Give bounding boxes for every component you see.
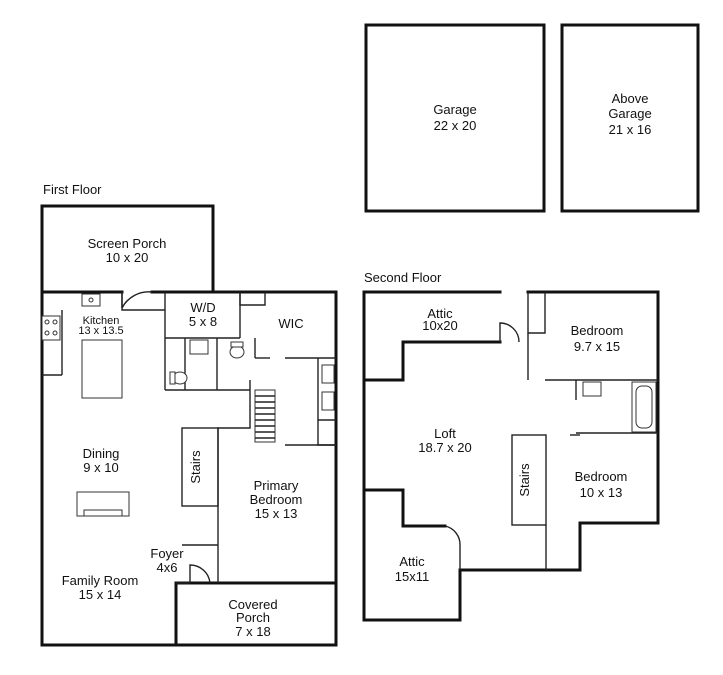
garage-size: 22 x 20 (434, 118, 477, 133)
bedroom-b-name: Bedroom (575, 469, 628, 484)
dining-size: 9 x 10 (83, 460, 118, 475)
wd-name: W/D (190, 300, 215, 315)
second-floor: Second Floor Attic 10x20 Bedroom 9.7 x 1… (362, 270, 660, 622)
bedroom-a-size: 9.7 x 15 (574, 339, 620, 354)
second-floor-title: Second Floor (364, 270, 442, 285)
attic-bottom-knee-wall (362, 488, 447, 528)
screen-porch-name: Screen Porch (88, 236, 167, 251)
second-floor-outer-wall (362, 290, 660, 622)
first-floor-title: First Floor (43, 182, 102, 197)
kitchen-name: Kitchen (83, 315, 120, 327)
stove-icon (41, 315, 61, 341)
screen-porch-size: 10 x 20 (106, 250, 149, 265)
attic-top-name: Attic (427, 306, 453, 321)
vanity-sink-1 (321, 364, 335, 384)
loft-name: Loft (434, 426, 456, 441)
kitchen-door (121, 291, 153, 309)
stairs-first (181, 427, 219, 507)
above-garage-outline (560, 23, 700, 213)
family-room-size: 15 x 14 (79, 587, 122, 602)
bedroom-a-closet (527, 292, 546, 334)
first-floor: First Floor Screen Porch 10 x 20 Kitchen… (40, 182, 338, 647)
primary-name-2: Bedroom (250, 492, 303, 507)
attic-top-size: 10x20 (422, 318, 457, 333)
covered-porch-size: 7 x 18 (235, 624, 270, 639)
kitchen-island (81, 339, 123, 399)
wic-name: WIC (278, 316, 303, 331)
kitchen-size: 13 x 13.5 (78, 325, 123, 337)
family-room-name: Family Room (62, 573, 139, 588)
covered-porch-name-1: Covered (228, 597, 277, 612)
attic-bottom-name: Attic (399, 554, 425, 569)
attic-top-knee-wall (362, 340, 502, 382)
foyer-size: 4x6 (157, 560, 178, 575)
covered-porch-wall (174, 581, 338, 647)
screen-porch-wall (40, 204, 215, 294)
bedroom-a-name: Bedroom (571, 323, 624, 338)
garage-outline (364, 23, 546, 213)
primary-size: 15 x 13 (255, 506, 298, 521)
drain-icon (88, 297, 94, 303)
foyer-name: Foyer (150, 546, 184, 561)
front-door (189, 564, 211, 584)
above-garage-size: 21 x 16 (609, 122, 652, 137)
garage-name: Garage (433, 102, 476, 117)
kitchen-wall (121, 292, 165, 311)
dining-name: Dining (83, 446, 120, 461)
vanity-sink-2 (321, 391, 335, 411)
stair-treads (254, 389, 276, 443)
stairs-second (511, 434, 547, 526)
covered-porch-name-2: Porch (236, 610, 270, 625)
toilet-icon (229, 345, 245, 359)
bath-sink-2-icon (582, 381, 602, 397)
bedroom-b-size: 10 x 13 (580, 485, 623, 500)
above-garage-name-1: Above (612, 91, 649, 106)
shower-wall (317, 419, 336, 446)
attic-top-door (499, 322, 520, 343)
stairs-second-label: Stairs (517, 463, 532, 497)
stairs-first-label: Stairs (188, 450, 203, 484)
above-garage-name-2: Garage (608, 106, 651, 121)
attic-bottom-size: 15x11 (395, 569, 429, 584)
table-shadow (83, 509, 123, 517)
wd-size: 5 x 8 (189, 314, 217, 329)
bath-sink-icon (189, 339, 209, 355)
closet-wall (239, 292, 266, 306)
loft-size: 18.7 x 20 (418, 440, 472, 455)
primary-name-1: Primary (254, 478, 299, 493)
primary-left-wall (217, 380, 251, 583)
attic-bottom-door (444, 525, 461, 570)
